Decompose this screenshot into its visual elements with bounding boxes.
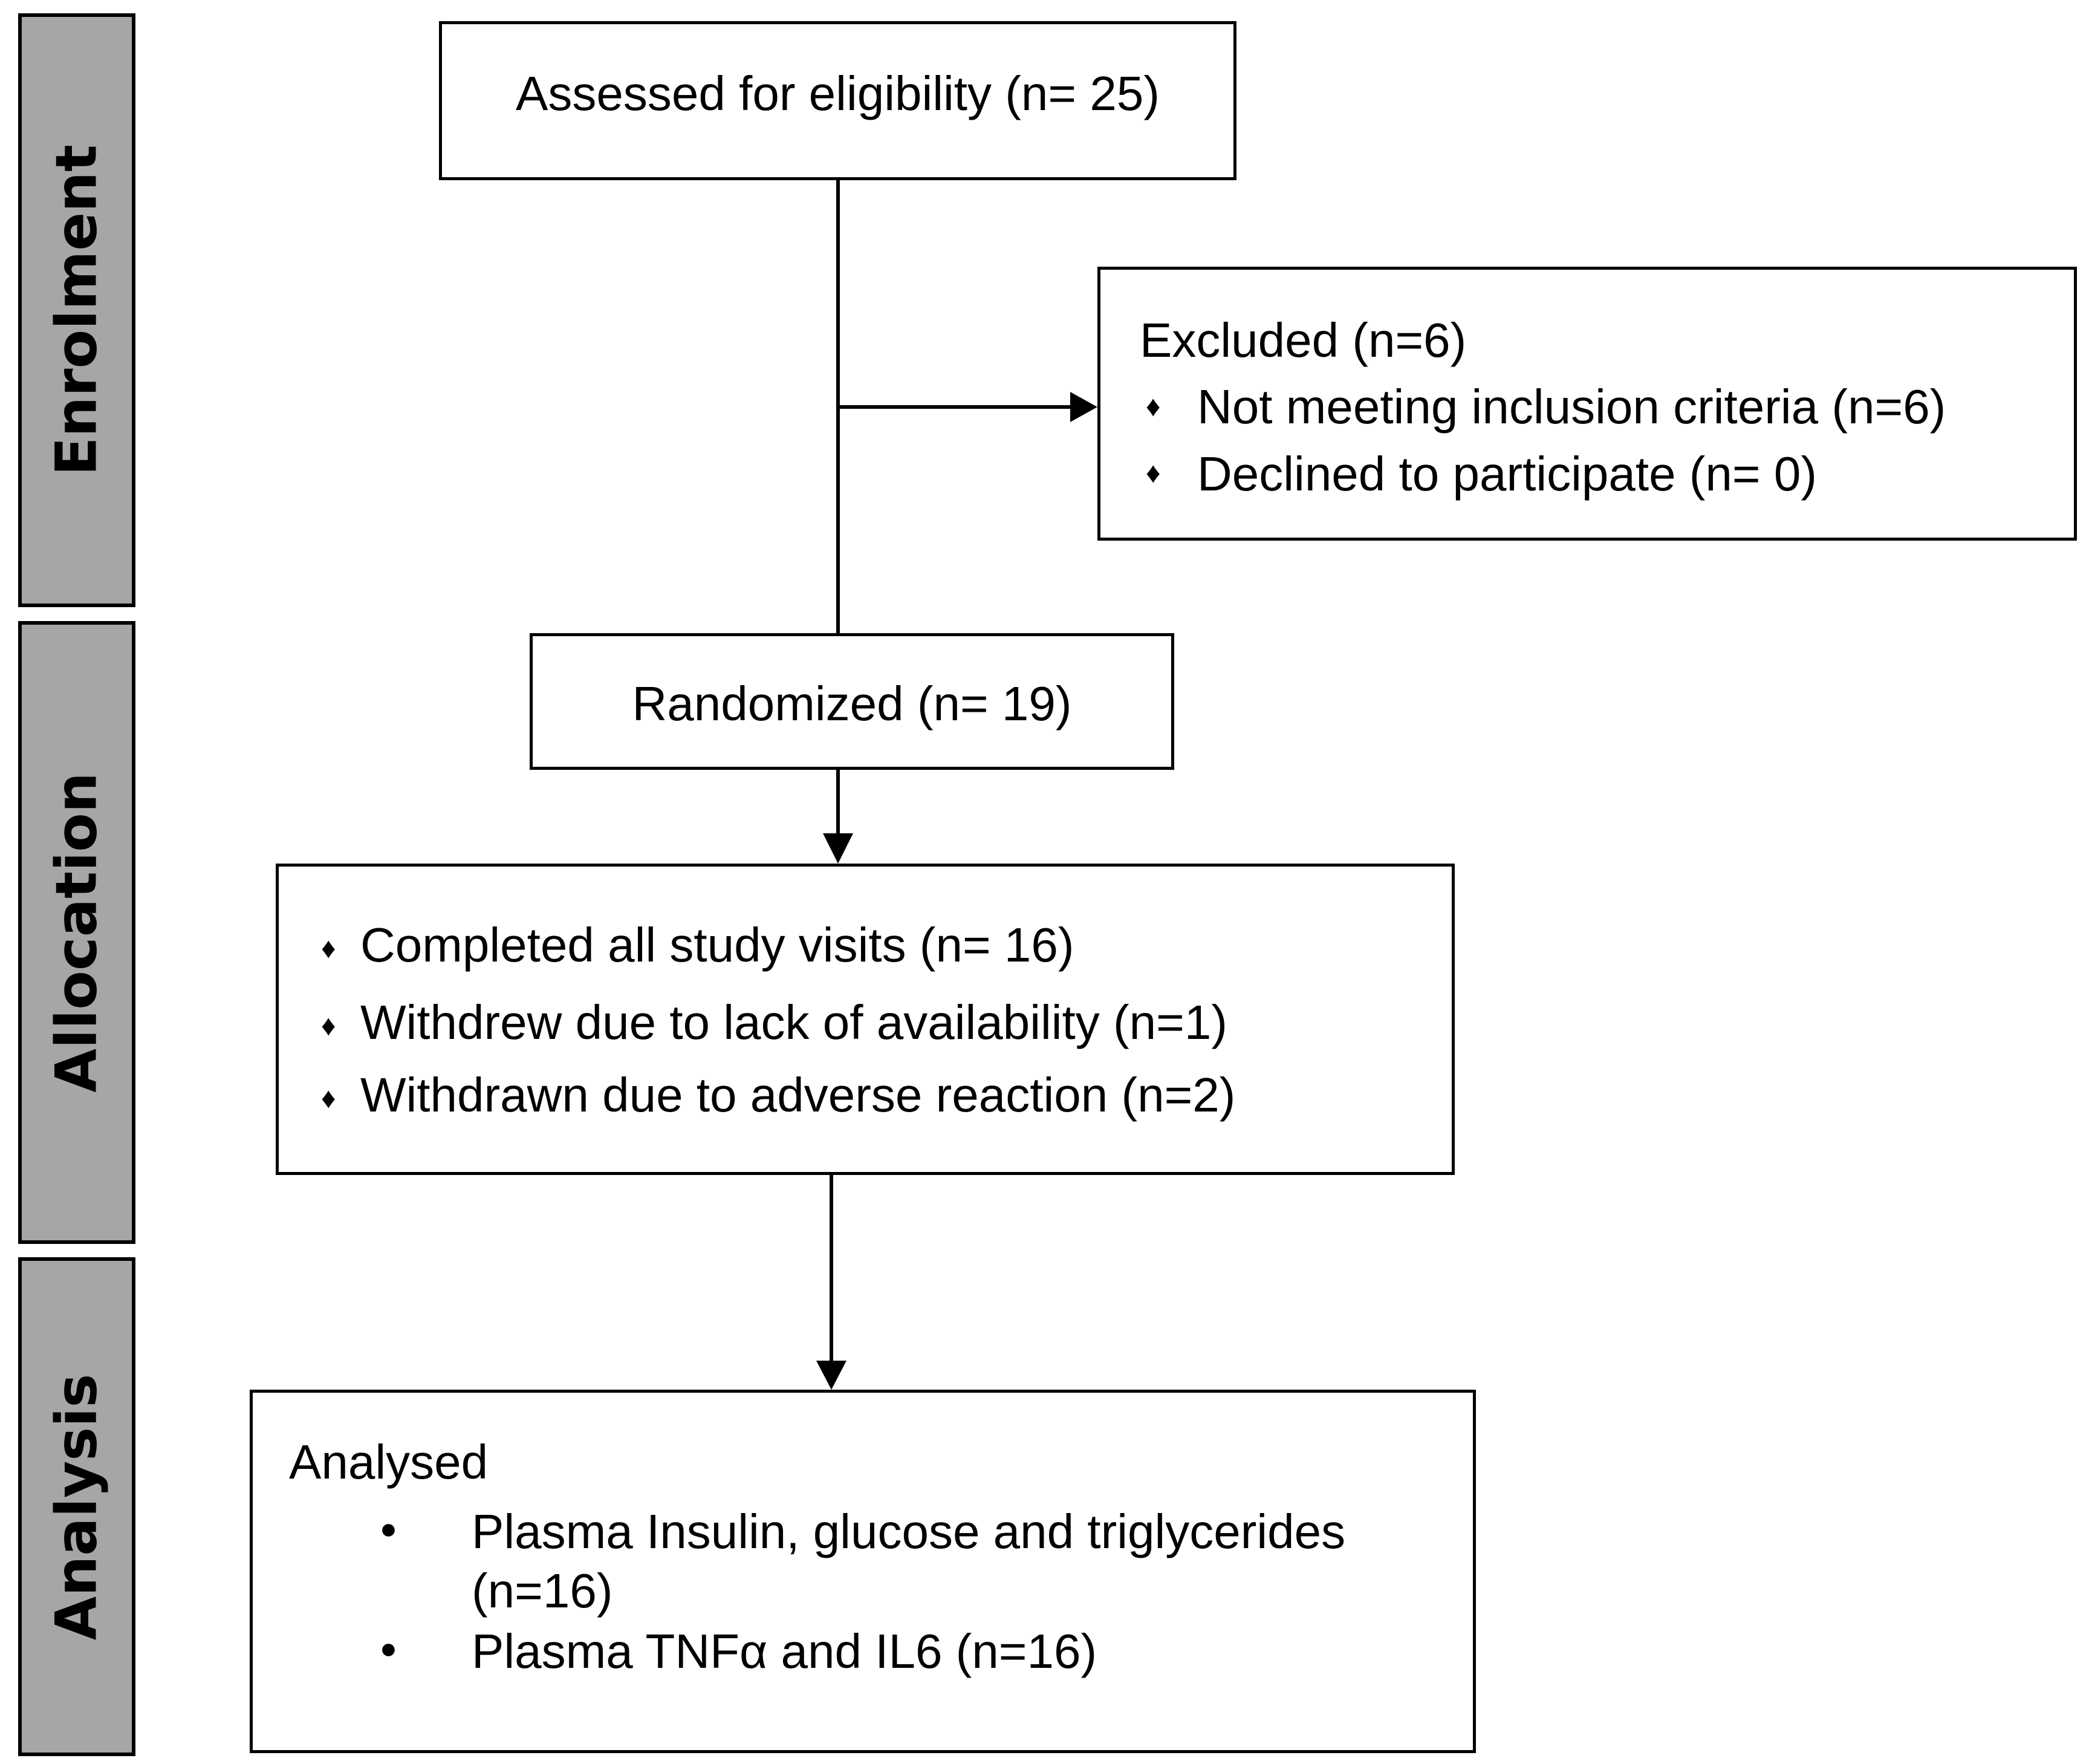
allocation-item: Withdrawn due to adverse reaction (n=2) xyxy=(360,1068,1236,1122)
excluded-title: Excluded (n=6) xyxy=(1140,313,1467,367)
analysed-item-line1: Plasma Insulin, glucose and triglyceride… xyxy=(472,1505,1346,1558)
assessed-text: Assessed for eligibility (n= 25) xyxy=(516,67,1160,120)
diamond-bullet-icon: ♦ xyxy=(321,1010,336,1042)
randomized-box: Randomized (n= 19) xyxy=(530,633,1174,770)
diamond-bullet-icon: ♦ xyxy=(321,932,336,965)
arrowhead-excluded xyxy=(1070,392,1097,422)
circle-bullet-icon: ● xyxy=(380,1633,397,1665)
randomized-text: Randomized (n= 19) xyxy=(632,677,1072,731)
excluded-item: Declined to participate (n= 0) xyxy=(1197,447,1817,501)
excluded-item: Not meeting inclusion criteria (n=6) xyxy=(1197,380,1946,434)
diamond-bullet-icon: ♦ xyxy=(1146,391,1161,423)
allocation-box: ♦ Completed all study visits (n= 16) ♦ W… xyxy=(276,864,1455,1175)
stage-allocation: Allocation xyxy=(18,621,135,1244)
diamond-bullet-icon: ♦ xyxy=(1146,457,1161,489)
analysed-item-line1: Plasma TNFα and IL6 (n=16) xyxy=(472,1624,1097,1678)
diamond-bullet-icon: ♦ xyxy=(321,1082,336,1115)
stage-analysis: Analysis xyxy=(18,1257,135,1756)
arrowhead-analysed xyxy=(816,1361,846,1390)
stage-enrolment: Enrolment xyxy=(18,13,135,607)
allocation-item: Completed all study visits (n= 16) xyxy=(360,918,1074,972)
excluded-box: Excluded (n=6) ♦ Not meeting inclusion c… xyxy=(1097,267,2077,541)
analysed-item-line2: (n=16) xyxy=(472,1564,613,1618)
analysed-title: Analysed xyxy=(289,1435,489,1489)
arrowhead-allocation xyxy=(823,833,853,864)
circle-bullet-icon: ● xyxy=(380,1513,397,1545)
assessed-box: Assessed for eligibility (n= 25) xyxy=(439,21,1236,180)
allocation-item: Withdrew due to lack of availability (n=… xyxy=(360,995,1227,1049)
analysed-box: Analysed ● Plasma Insulin, glucose and t… xyxy=(250,1390,1476,1753)
